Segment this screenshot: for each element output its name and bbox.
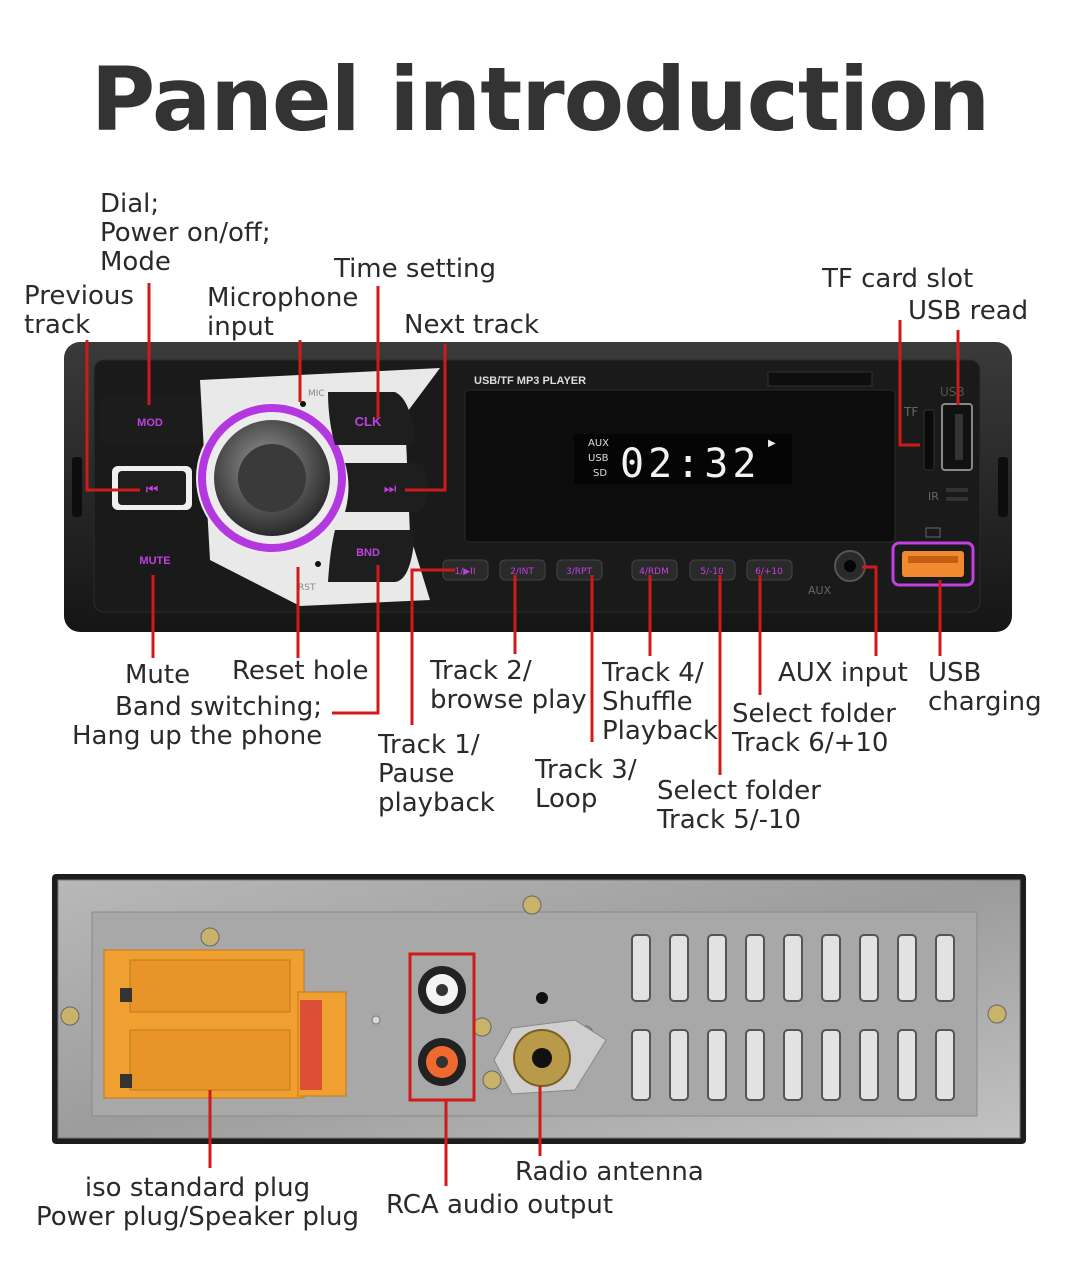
label-rca: RCA audio output: [386, 1190, 614, 1220]
mic-hole: [300, 401, 306, 407]
prev-icon: ⏮: [146, 482, 159, 498]
back-callout-lines: [208, 1086, 542, 1186]
preset-label-6: 6/+10: [755, 567, 783, 577]
display-source-aux: AUX: [588, 438, 609, 449]
label-time-setting: Time setting: [334, 254, 497, 284]
rst-text: RST: [298, 583, 316, 593]
preset-buttons: 1/▶II 2/INT 3/RPT 4/RDM 5/-10 6/+10: [442, 559, 793, 581]
mod-label: MOD: [137, 417, 163, 429]
bnd-label: BND: [356, 547, 380, 559]
prev-button[interactable]: [118, 471, 186, 505]
label-track2: Track 2/browse play: [430, 656, 587, 715]
ir-text: IR: [928, 490, 939, 503]
display-header: USB/TF MP3 PLAYER: [474, 375, 586, 387]
tf-slot[interactable]: [923, 409, 935, 471]
vent-slots: [631, 934, 955, 1101]
preset-button-6[interactable]: [746, 559, 793, 581]
usb-text: USB: [940, 385, 965, 399]
label-reset: Reset hole: [232, 656, 369, 686]
preset-label-4: 4/RDM: [639, 567, 669, 577]
bnd-button[interactable]: [328, 530, 415, 582]
preset-label-2: 2/INT: [510, 567, 534, 577]
play-indicator-icon: ▶: [768, 438, 776, 449]
label-tf-slot: TF card slot: [822, 264, 974, 294]
preset-button-2[interactable]: [499, 559, 546, 581]
knob-light-ring: [198, 404, 346, 552]
usb-charging-port[interactable]: [902, 551, 964, 577]
tf-text: TF: [903, 405, 918, 419]
display-source-sd: SD: [593, 468, 607, 479]
front-callout-lines: [85, 283, 960, 775]
preset-button-4[interactable]: [631, 559, 678, 581]
clk-label: CLK: [355, 414, 382, 429]
label-next-track: Next track: [404, 310, 540, 340]
usb-charging-frame: [891, 541, 975, 587]
label-track3: Track 3/Loop: [535, 755, 637, 814]
label-band: Band switching;Hang up the phone: [72, 692, 323, 751]
preset-button-5[interactable]: [689, 559, 736, 581]
page-title: Panel introduction: [90, 48, 991, 151]
cd-slot: [767, 371, 873, 387]
label-usb-read: USB read: [908, 296, 1029, 326]
mic-text: MIC: [308, 389, 325, 399]
label-antenna: Radio antenna: [515, 1157, 704, 1187]
next-icon: ⏭: [384, 481, 397, 497]
mod-button[interactable]: [100, 394, 200, 444]
clk-button[interactable]: [328, 392, 415, 445]
display-source-usb: USB: [588, 453, 609, 464]
preset-label-1: 1/▶II: [455, 567, 476, 577]
mute-label: MUTE: [139, 555, 170, 567]
front-panel: MIC RST MOD ⏮ CLK ⏭ BND MUTE USB/TF MP3 …: [64, 342, 1012, 632]
preset-label-3: 3/RPT: [566, 567, 592, 577]
preset-label-5: 5/-10: [700, 567, 724, 577]
aux-text: AUX: [808, 584, 832, 597]
label-mute: Mute: [125, 660, 191, 690]
iso-plug[interactable]: [103, 949, 347, 1099]
label-dial: Dial;Power on/off;Mode: [100, 189, 271, 277]
label-aux-input: AUX input: [778, 658, 908, 688]
reset-hole: [315, 561, 321, 567]
rca-highlight-frame: [408, 952, 476, 1102]
next-button[interactable]: [345, 463, 428, 512]
display-time: 02:32: [620, 441, 760, 487]
